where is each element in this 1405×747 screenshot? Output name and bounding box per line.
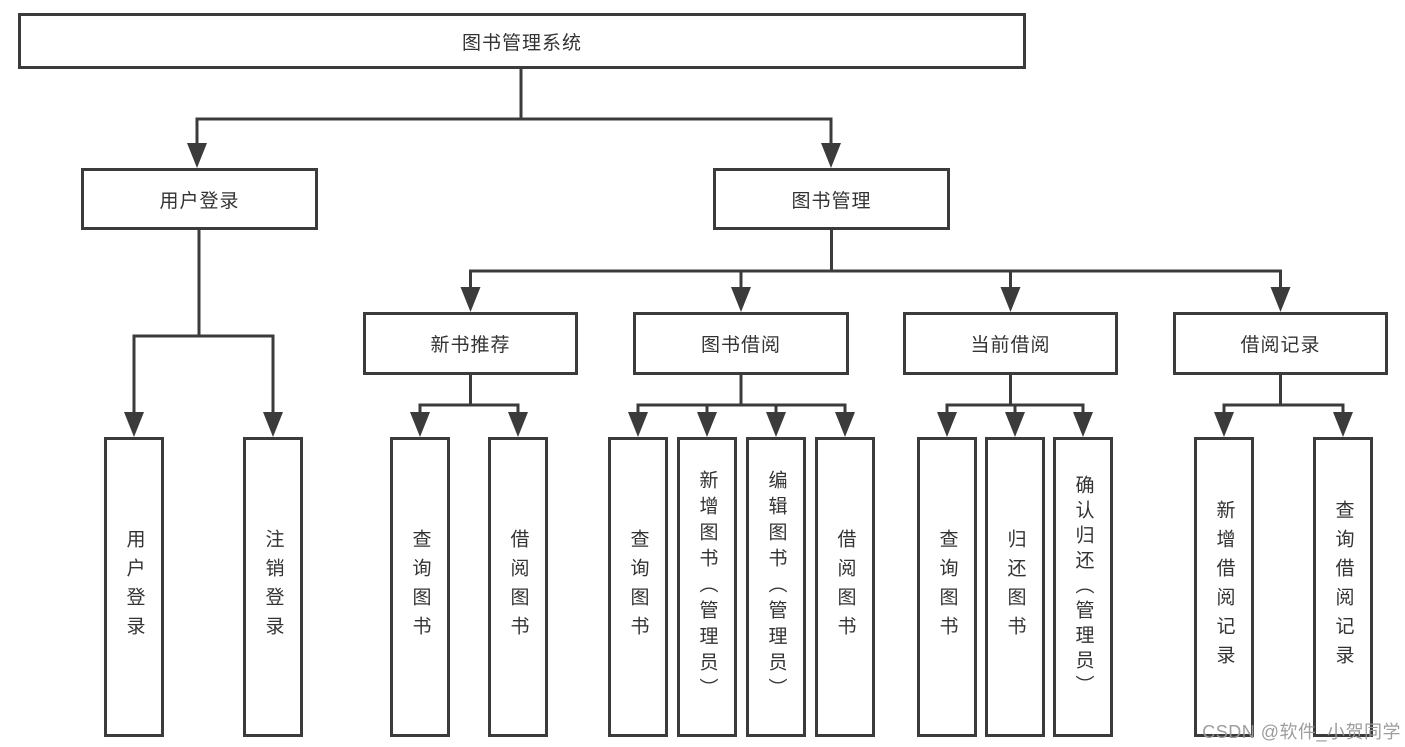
watermark: CSDN @软件_小贺同学 xyxy=(1202,722,1401,742)
leaf-label: 用户登录 xyxy=(123,529,145,645)
arrowhead-down xyxy=(1270,287,1291,312)
node-book-borrow: 图书借阅 xyxy=(633,312,849,375)
leaf-query-books-borrow: 查询图书 xyxy=(608,437,668,737)
leaf-return-book: 归还图书 xyxy=(985,437,1045,737)
node-label: 图书管理 xyxy=(791,190,872,212)
leaf-label: 借阅图书 xyxy=(507,529,529,645)
connector-root-level1 xyxy=(195,69,833,145)
arrowhead-down xyxy=(731,287,751,312)
node-book-management: 图书管理 xyxy=(713,168,950,230)
leaf-label: 新增借阅记录 xyxy=(1213,500,1235,674)
leaf-logout: 注销登录 xyxy=(243,437,303,737)
node-label: 借阅记录 xyxy=(1240,335,1321,356)
leaf-query-books-recommend: 查询图书 xyxy=(390,437,450,737)
leaf-label: 归还图书 xyxy=(1004,529,1026,645)
leaf-borrow-books-recommend: 借阅图书 xyxy=(488,437,548,737)
connector-current-borrow-leaves xyxy=(945,375,1085,414)
leaf-add-book-admin: 新增图书（管理员） xyxy=(677,437,737,737)
arrowhead-down xyxy=(1000,287,1021,312)
leaf-label: 查询借阅记录 xyxy=(1332,500,1354,674)
leaf-borrow-books: 借阅图书 xyxy=(815,437,875,737)
node-label: 新书推荐 xyxy=(430,335,511,356)
arrowhead-down xyxy=(410,412,430,437)
connector-new-book-leaves xyxy=(418,375,520,414)
arrowhead-down xyxy=(937,412,957,437)
leaf-add-borrow-record: 新增借阅记录 xyxy=(1194,437,1254,737)
connector-book-borrow-leaves xyxy=(636,375,847,414)
leaf-query-books-current: 查询图书 xyxy=(917,437,977,737)
leaf-label: 查询图书 xyxy=(409,529,431,645)
node-label: 用户登录 xyxy=(159,190,240,212)
node-label: 当前借阅 xyxy=(970,335,1051,356)
arrowhead-down xyxy=(508,412,528,437)
arrowhead-down xyxy=(1214,412,1234,437)
arrowhead-down xyxy=(124,412,144,437)
node-current-borrow: 当前借阅 xyxy=(903,312,1118,375)
leaf-label: 新增图书（管理员） xyxy=(696,470,718,704)
arrowhead-down xyxy=(766,412,786,437)
connector-borrow-records-leaves xyxy=(1222,375,1345,414)
leaf-user-login: 用户登录 xyxy=(104,437,164,737)
arrowhead-down xyxy=(821,143,841,168)
node-root: 图书管理系统 xyxy=(18,13,1026,69)
connector-book-management-level2 xyxy=(469,230,1282,289)
leaf-label: 查询图书 xyxy=(936,529,958,645)
arrowhead-down xyxy=(697,412,717,437)
leaf-edit-book-admin: 编辑图书（管理员） xyxy=(746,437,806,737)
node-root-label: 图书管理系统 xyxy=(461,32,582,54)
leaf-label: 注销登录 xyxy=(262,529,284,645)
connector-user-login-leaves xyxy=(132,230,275,414)
arrowhead-down xyxy=(263,412,283,437)
node-label: 图书借阅 xyxy=(700,335,781,356)
arrowhead-down xyxy=(628,412,648,437)
arrowhead-down xyxy=(187,143,207,168)
node-user-login: 用户登录 xyxy=(81,168,318,230)
leaf-label: 借阅图书 xyxy=(834,529,856,645)
leaf-query-borrow-record: 查询借阅记录 xyxy=(1313,437,1373,737)
leaf-label: 编辑图书（管理员） xyxy=(765,470,787,704)
leaf-confirm-return-admin: 确认归还（管理员） xyxy=(1053,437,1113,737)
node-borrow-records: 借阅记录 xyxy=(1173,312,1388,375)
arrowhead-down xyxy=(460,287,481,312)
leaf-label: 确认归还（管理员） xyxy=(1072,474,1094,700)
arrowhead-down xyxy=(835,412,855,437)
leaf-label: 查询图书 xyxy=(627,529,649,645)
node-new-book-recommend: 新书推荐 xyxy=(363,312,578,375)
arrowhead-down xyxy=(1005,412,1025,437)
arrowhead-down xyxy=(1073,412,1093,437)
arrowhead-down xyxy=(1333,412,1353,437)
